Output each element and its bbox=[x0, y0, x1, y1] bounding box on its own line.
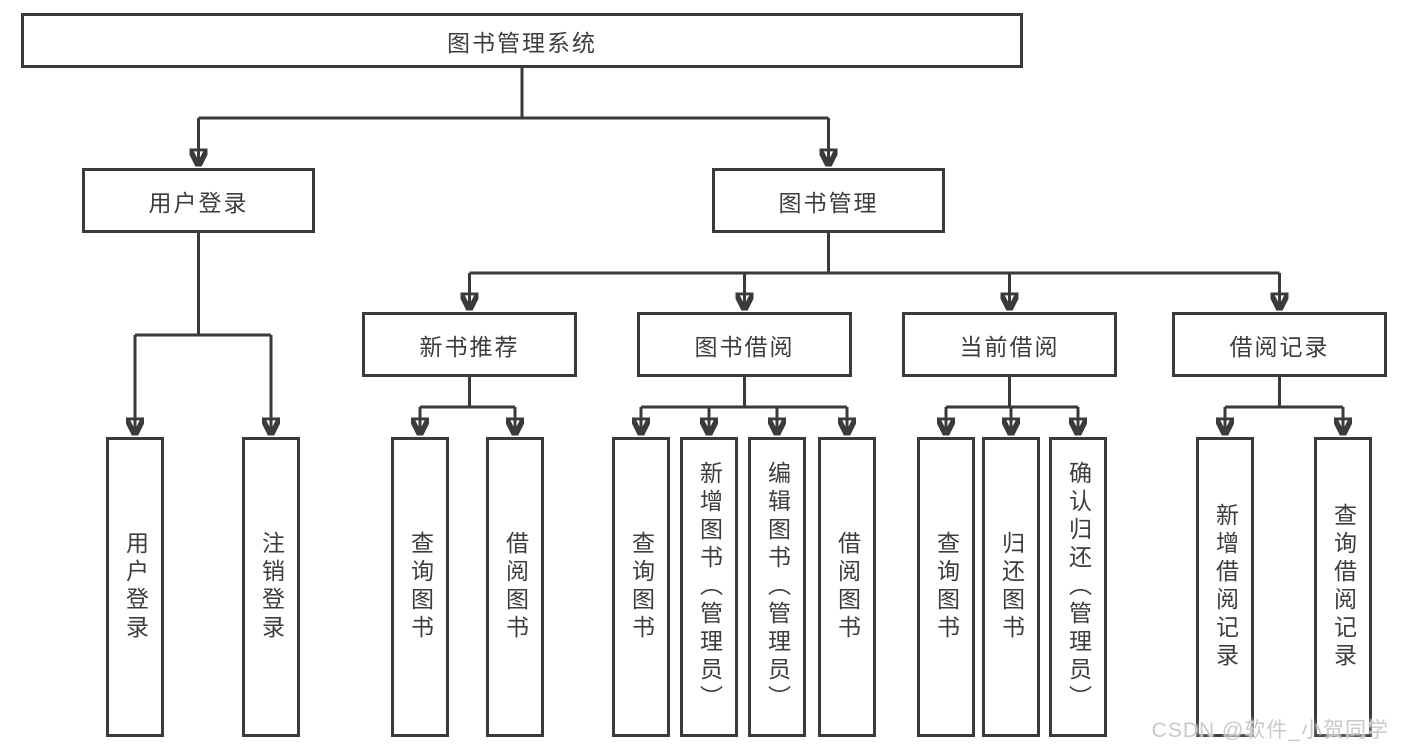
node-label: 确认归还（管理员） bbox=[1065, 461, 1092, 713]
node-label: 图书管理系统 bbox=[447, 29, 597, 56]
node-current-borrowing: 当前借阅 bbox=[902, 312, 1117, 377]
leaf-logout-login: 注销登录 bbox=[242, 437, 300, 737]
node-label: 用户登录 bbox=[122, 531, 149, 643]
node-label: 图书借阅 bbox=[694, 333, 795, 360]
node-label: 查询图书 bbox=[628, 531, 655, 643]
leaf-user-login: 用户登录 bbox=[106, 437, 164, 737]
leaf-query-books-borrowing: 查询图书 bbox=[612, 437, 670, 737]
node-label: 查询图书 bbox=[933, 531, 960, 643]
leaf-edit-books-admin: 编辑图书（管理员） bbox=[748, 437, 806, 737]
leaf-query-borrow-record: 查询借阅记录 bbox=[1314, 437, 1372, 737]
node-library-management-system: 图书管理系统 bbox=[21, 13, 1023, 68]
node-new-book-recommend: 新书推荐 bbox=[362, 312, 577, 377]
node-label: 借阅图书 bbox=[834, 531, 861, 643]
leaf-confirm-return-admin: 确认归还（管理员） bbox=[1049, 437, 1107, 737]
csdn-watermark: CSDN @软件_小贺同学 bbox=[1151, 719, 1389, 742]
node-user-login: 用户登录 bbox=[82, 168, 315, 233]
node-label: 当前借阅 bbox=[959, 333, 1060, 360]
node-label: 新书推荐 bbox=[419, 333, 520, 360]
node-book-borrowing: 图书借阅 bbox=[637, 312, 852, 377]
leaf-return-books: 归还图书 bbox=[982, 437, 1040, 737]
node-label: 新增图书（管理员） bbox=[696, 461, 723, 713]
node-label: 借阅记录 bbox=[1229, 333, 1330, 360]
node-book-management: 图书管理 bbox=[712, 168, 945, 233]
leaf-query-books-current: 查询图书 bbox=[917, 437, 975, 737]
node-label: 注销登录 bbox=[258, 531, 285, 643]
node-borrowing-records: 借阅记录 bbox=[1172, 312, 1387, 377]
node-label: 编辑图书（管理员） bbox=[764, 461, 791, 713]
node-label: 借阅图书 bbox=[502, 531, 529, 643]
node-label: 用户登录 bbox=[148, 189, 249, 216]
node-label: 查询图书 bbox=[407, 531, 434, 643]
node-label: 归还图书 bbox=[998, 531, 1025, 643]
leaf-add-books-admin: 新增图书（管理员） bbox=[680, 437, 738, 737]
node-label: 新增借阅记录 bbox=[1212, 503, 1239, 671]
leaf-add-borrow-record: 新增借阅记录 bbox=[1196, 437, 1254, 737]
node-label: 查询借阅记录 bbox=[1330, 503, 1357, 671]
leaf-borrow-books-borrowing: 借阅图书 bbox=[818, 437, 876, 737]
node-label: 图书管理 bbox=[778, 189, 879, 216]
leaf-borrow-books-recommend: 借阅图书 bbox=[486, 437, 544, 737]
leaf-query-books-recommend: 查询图书 bbox=[391, 437, 449, 737]
